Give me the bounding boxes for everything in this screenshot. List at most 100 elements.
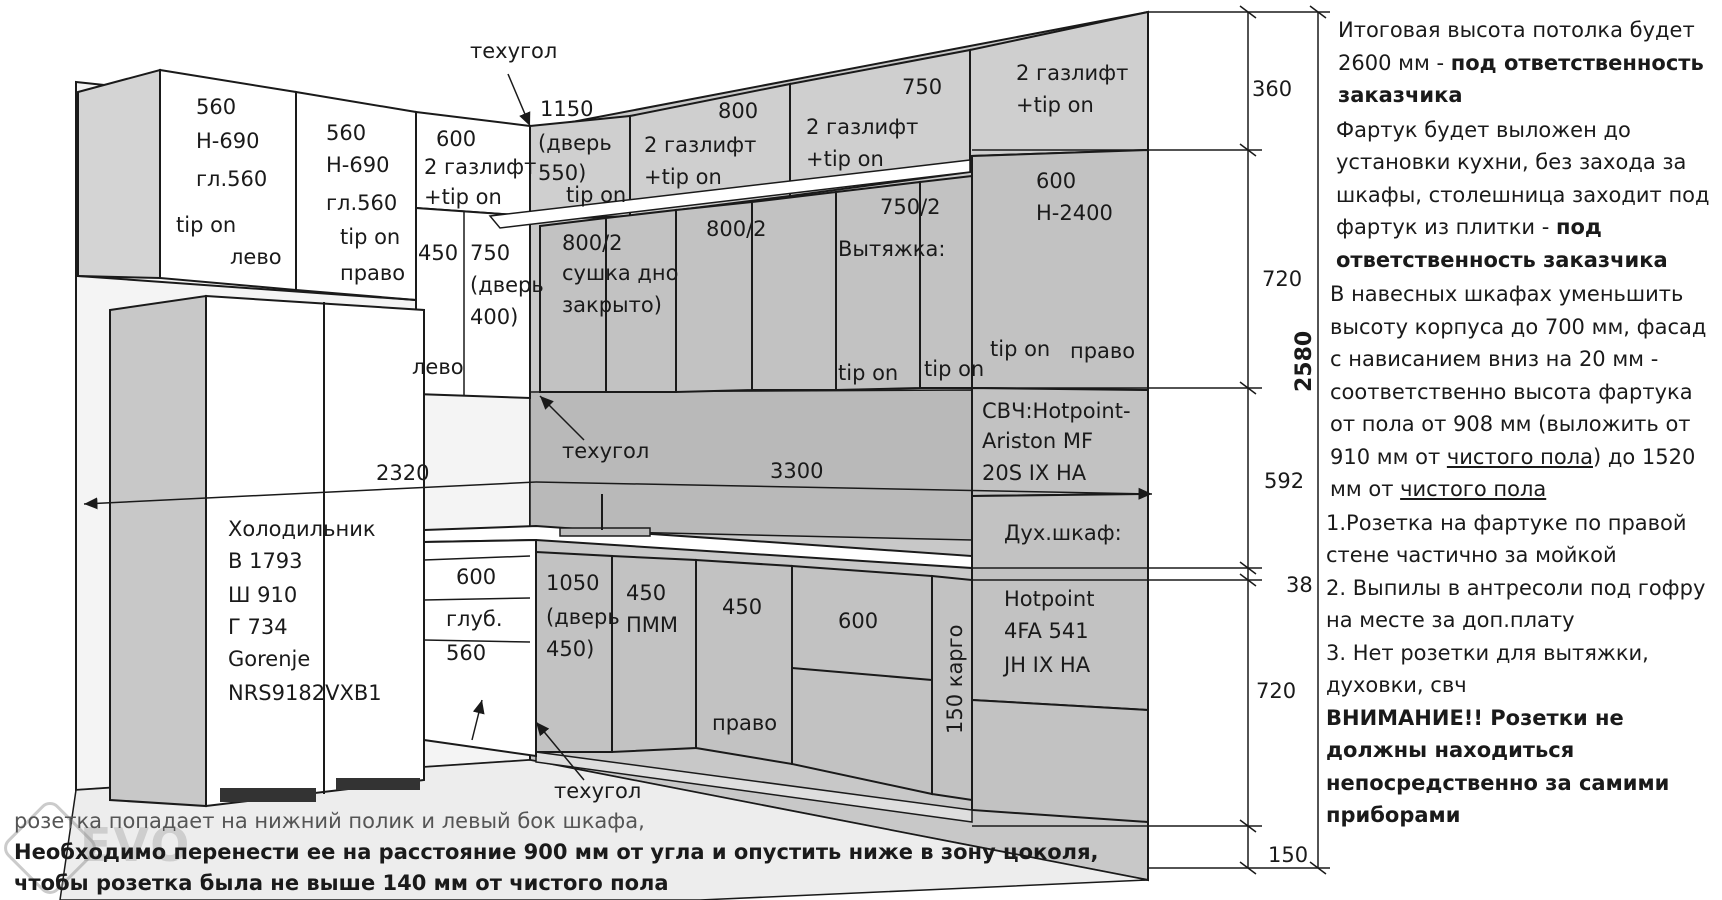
microwave-line3: 20S IX HA: [982, 461, 1087, 485]
sink-line1: 1050: [546, 571, 599, 595]
note-backsplash-text: Фартук будет выложен до установки кухни,…: [1336, 117, 1710, 240]
fridge-line1: Холодильник: [228, 517, 376, 541]
note-upper-height-a: В навесных шкафах уменьшить высоту корпу…: [1330, 282, 1707, 469]
ul1-side: лево: [230, 245, 282, 269]
note-warning: ВНИМАНИЕ!! Розетки не должны находиться …: [1326, 702, 1718, 832]
rul2-w: 750: [902, 75, 942, 99]
oven-title: Дух.шкаф:: [1004, 521, 1122, 545]
hood-tip2: tip on: [924, 357, 984, 381]
base-450-side: право: [712, 711, 777, 735]
left-base-depth-val: 560: [446, 641, 486, 665]
note-socket: 1.Розетка на фартуке по правой стене час…: [1326, 510, 1687, 568]
corner-door-400: 400): [470, 305, 518, 329]
floor: [59, 759, 1149, 900]
corner-door-450: 450: [418, 241, 458, 265]
footer-line3: чтобы розетка была не выше 140 мм от чис…: [14, 871, 669, 895]
note-backsplash-bold: под ответственность заказчика: [1336, 215, 1668, 272]
tall-side: право: [1070, 339, 1135, 363]
dryer-line1: 800/2: [562, 231, 623, 255]
vertical-dimension-lines: [972, 5, 1330, 875]
note-warning-bold: ВНИМАНИЕ!! Розетки не должны находиться …: [1326, 705, 1670, 828]
rul1-lift: 2 газлифт: [644, 133, 756, 157]
ul2-side: право: [340, 261, 405, 285]
c1150-550: 550): [538, 161, 586, 185]
vdim-592: 592: [1264, 469, 1304, 493]
left-base-depth: глуб.: [446, 607, 503, 631]
base-450: 450: [722, 595, 762, 619]
ul1-line2: Н-690: [196, 129, 259, 153]
upper-right-doors: [539, 174, 973, 394]
dim-2320: 2320: [376, 461, 429, 485]
footer-line1: розетка попадает на нижний полик и левый…: [14, 809, 645, 833]
rul3-lift: 2 газлифт: [1016, 61, 1128, 85]
note-upper-height-u1: чистого пола: [1446, 444, 1593, 469]
upper-right-lifts: [488, 10, 1149, 229]
base-600: 600: [838, 609, 878, 633]
ul2-line2: Н-690: [326, 153, 389, 177]
corner-upper-lift: 2 газлифт: [424, 155, 536, 179]
rul2-lift: 2 газлифт: [806, 115, 918, 139]
oven-line1: Hotpoint: [1004, 587, 1094, 611]
fridge-line3: Ш 910: [228, 583, 297, 607]
footer-line2: Необходимо перенести ее на расстояние 90…: [14, 840, 1099, 864]
upper-left-cabinets: [77, 68, 531, 400]
fridge-line4: Г 734: [228, 615, 288, 639]
backsplash: [529, 389, 973, 541]
horizontal-dimension: [83, 481, 1153, 510]
oven-line3: JH IX HA: [1002, 653, 1091, 677]
techugol-bottom-label: техугол: [554, 779, 641, 803]
tall-h: Н-2400: [1036, 201, 1113, 225]
dryer-line2: сушка дно: [562, 261, 679, 285]
oven-line2: 4FA 541: [1004, 619, 1089, 643]
ul1-line1: 560: [196, 95, 236, 119]
note-cutouts: 2. Выпилы в антресоли под гофру на месте…: [1326, 575, 1706, 633]
vdim-720a: 720: [1262, 267, 1302, 291]
corner-door-side: лево: [412, 355, 464, 379]
fridge-line6: NRS9182VXB1: [228, 681, 382, 705]
corner-door-750: 750: [470, 241, 510, 265]
ul2-line1: 560: [326, 121, 366, 145]
vdim-360: 360: [1252, 77, 1292, 101]
callout-arrows: [471, 73, 585, 781]
tall-w: 600: [1036, 169, 1076, 193]
hood-tip1: tip on: [838, 361, 898, 385]
vdim-150: 150: [1268, 843, 1308, 867]
ul2-hinge: tip on: [340, 225, 400, 249]
ul1-hinge: tip on: [176, 213, 236, 237]
techugol-mid-label: техугол: [562, 439, 649, 463]
rul1-tipon: +tip on: [644, 165, 722, 189]
sink-line3: 450): [546, 637, 594, 661]
notes-panel: Итоговая высота потолка будет 2600 мм - …: [1326, 14, 1718, 832]
note-ceiling-text: Итоговая высота потолка будет 2600 мм -: [1338, 18, 1695, 75]
fridge-line5: Gorenje: [228, 647, 310, 671]
corner-upper-width: 600: [436, 127, 476, 151]
footer-note: розетка попадает на нижний полик и левый…: [14, 806, 1114, 899]
note-upper-height-u2: чистого пола: [1400, 477, 1547, 501]
dryer-line3: закрыто): [562, 293, 662, 317]
corner-upper-tipon: +tip on: [424, 185, 502, 209]
hood-label: Вытяжка:: [838, 237, 945, 261]
cargo-label: 150 карго: [943, 624, 967, 734]
note-upper-height: В навесных шкафах уменьшить высоту корпу…: [1326, 278, 1718, 506]
mid-800-2: 800/2: [706, 217, 767, 241]
ul1-line3: гл.560: [196, 167, 267, 191]
rul3-tipon: +tip on: [1016, 93, 1094, 117]
dim-3300: 3300: [770, 459, 823, 483]
note-ceiling: Итоговая высота потолка будет 2600 мм - …: [1326, 14, 1718, 112]
note-no-socket: 3. Нет розетки для вытяжки, духовки, свч: [1326, 640, 1649, 698]
vdim-720b: 720: [1256, 679, 1296, 703]
c1150-door: (дверь: [538, 131, 612, 155]
corner-door-door: (дверь: [470, 273, 544, 297]
watermark-text: EVO: [80, 818, 192, 872]
rul1-w: 800: [718, 99, 758, 123]
hood-width: 750/2: [880, 195, 941, 219]
vdim-total: 2580: [1292, 330, 1317, 392]
sink-line2: (дверь: [546, 605, 620, 629]
note-upper-height-b: ) до 1520 мм от: [1330, 444, 1696, 502]
c1150-tip: tip on: [566, 183, 626, 207]
left-base-cabinet: [423, 538, 537, 758]
microwave-line2: Ariston MF: [982, 429, 1093, 453]
dishwasher-label: ПММ: [626, 613, 678, 637]
fridge-line2: В 1793: [228, 549, 303, 573]
note-backsplash: Фартук будет выложен до установки кухни,…: [1326, 114, 1718, 277]
